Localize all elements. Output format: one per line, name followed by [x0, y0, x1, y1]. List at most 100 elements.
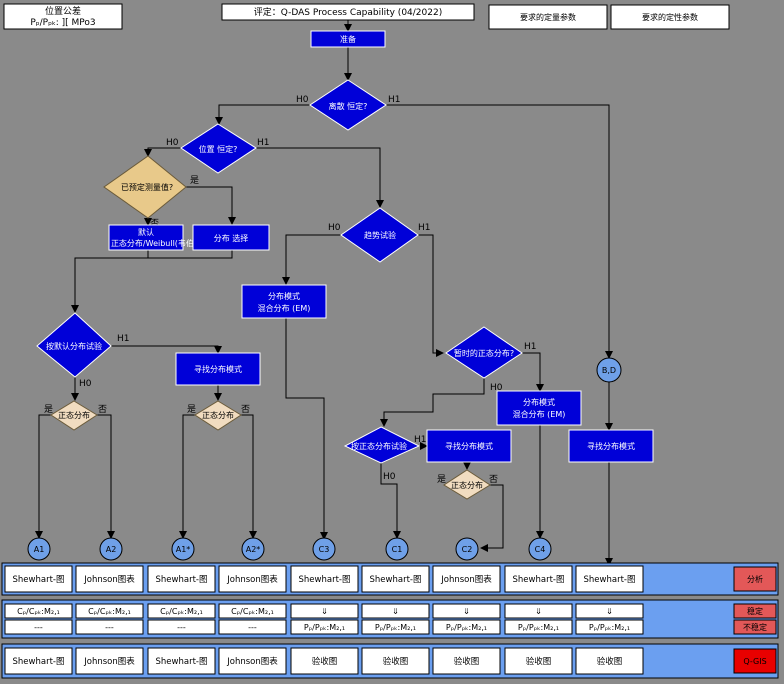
analysis-cell[interactable]: Shewhart-图 — [4, 565, 73, 593]
endpoint-c4[interactable]: C4 — [528, 537, 552, 561]
process-mixed-model-1[interactable]: 分布模式 混合分布 (EM) — [241, 284, 327, 319]
label-no: 否 — [98, 404, 107, 415]
evaluation-title: 评定：Q-DAS Process Capability (04/2022) — [254, 6, 442, 18]
qgis-cell-label: 验收图 — [383, 656, 409, 667]
svg-text:按默认分布试验: 按默认分布试验 — [46, 341, 102, 351]
svg-text:分布 选择: 分布 选择 — [214, 233, 249, 243]
process-find-model-3[interactable]: 寻找分布模式 — [568, 429, 654, 463]
decision-trend-test[interactable]: 趋势试验 — [340, 207, 419, 263]
analysis-cell[interactable]: Shewhart-图 — [575, 565, 644, 593]
unstable-badge[interactable]: 不稳定 — [733, 619, 777, 635]
stability-cell[interactable]: ⇓ Pₚ/Pₚₖ:M₂,₁ — [290, 603, 359, 635]
qgis-cell[interactable]: 验收图 — [504, 647, 573, 675]
endpoint-a1[interactable]: A1 — [27, 537, 51, 561]
process-default-distribution[interactable]: 默认 正态分布/Weibull(韦伯尔)分布 — [108, 224, 221, 251]
decision-default-distribution-test[interactable]: 按默认分布试验 — [36, 312, 112, 378]
svg-text:B,D: B,D — [602, 366, 616, 375]
label-h0: H0 — [383, 472, 396, 482]
tolerance-subtitle: Pₚ/Pₚₖ: ][ MPo3 — [30, 18, 95, 28]
cp-cpk-label: Cₚ/Cₚₖ:M₂,₁ — [88, 607, 131, 616]
endpoint-c3[interactable]: C3 — [312, 537, 336, 561]
dash-value: --- — [248, 623, 257, 632]
stability-cell[interactable]: ⇓Pₚ/Pₚₖ:M₂,₁ — [432, 603, 501, 635]
stability-cell[interactable]: Cₚ/Cₚₖ:M₂,₁--- — [147, 603, 216, 635]
stability-cell[interactable]: Cₚ/Cₚₖ:M₂,₁ --- — [218, 603, 287, 635]
svg-text:不稳定: 不稳定 — [743, 622, 767, 632]
svg-text:稳定: 稳定 — [747, 606, 763, 616]
qgis-cell[interactable]: 验收图 — [432, 647, 501, 675]
label-h0: H0 — [296, 95, 309, 105]
analysis-cell-label: Shewhart-图 — [370, 575, 422, 585]
stability-cell[interactable]: ⇓Pₚ/Pₚₖ:M₂,₁ — [361, 603, 430, 635]
svg-text:混合分布 (EM): 混合分布 (EM) — [258, 303, 311, 313]
endpoint-c1[interactable]: C1 — [385, 537, 409, 561]
down-arrow-icon: ⇓ — [321, 607, 328, 616]
svg-text:正态分布: 正态分布 — [202, 410, 234, 420]
process-distribution-select[interactable]: 分布 选择 — [192, 224, 270, 251]
stability-cell[interactable]: Cₚ/Cₚₖ:M₂,₁--- — [75, 603, 144, 635]
analysis-cell[interactable]: Johnson图表 — [218, 565, 287, 593]
pp-ppk-label: Pₚ/Pₚₖ:M₂,₁ — [304, 623, 345, 632]
svg-text:位置 恒定?: 位置 恒定? — [199, 144, 238, 154]
down-arrow-icon: ⇓ — [463, 607, 470, 616]
qgis-cell[interactable]: Johnson图表 — [75, 647, 144, 675]
qgis-cell[interactable]: 验收图 — [575, 647, 644, 675]
tolerance-title: 位置公差 — [45, 5, 81, 17]
decision-temporary-normal[interactable]: 暂时的正态分布? — [445, 326, 523, 379]
qgis-cell[interactable]: Shewhart-图 — [4, 647, 73, 675]
qgis-badge[interactable]: Q-GIS — [733, 648, 777, 674]
qgis-cell[interactable]: Shewhart-图 — [147, 647, 216, 675]
decision-normal-2[interactable]: 正态分布 — [194, 400, 242, 431]
qgis-row: Shewhart-图 Johnson图表 Shewhart-图 Johnson图表 验收… — [4, 647, 644, 675]
qgis-cell-label: Shewhart-图 — [156, 657, 208, 667]
endpoint-c2[interactable]: C2 — [455, 537, 479, 561]
qgis-cell-label: Johnson图表 — [83, 656, 135, 667]
analysis-badge[interactable]: 分析 — [733, 566, 777, 592]
analysis-cell[interactable]: Johnson图表 — [75, 565, 144, 593]
decision-normal-distribution-test[interactable]: 按正态分布试验 — [343, 426, 421, 464]
pp-ppk-label: Pₚ/Pₚₖ:M₂,₁ — [375, 623, 416, 632]
process-prepare[interactable]: 准备 — [310, 30, 386, 48]
process-mixed-model-2[interactable]: 分布模式 混合分布 (EM) — [496, 390, 582, 426]
label-h0: H0 — [490, 383, 503, 393]
analysis-cell[interactable]: Shewhart-图 — [147, 565, 216, 593]
analysis-cell[interactable]: Johnson图表 — [432, 565, 501, 593]
qgis-cell[interactable]: 验收图 — [290, 647, 359, 675]
analysis-cell-label: Johnson图表 — [83, 574, 135, 585]
label-h1: H1 — [414, 435, 427, 445]
analysis-cell-label: Johnson图表 — [226, 574, 278, 585]
endpoint-bd[interactable]: B,D — [596, 357, 622, 383]
label-h1: H1 — [418, 223, 431, 233]
analysis-cell-label: Shewhart-图 — [156, 575, 208, 585]
qgis-cell[interactable]: Johnson图表 — [218, 647, 287, 675]
analysis-cell[interactable]: Shewhart-图 — [290, 565, 359, 593]
decision-predetermined-values[interactable]: 已预定测量值? — [103, 155, 187, 219]
qgis-cell-label: 验收图 — [312, 656, 338, 667]
stability-cell[interactable]: ⇓Pₚ/Pₚₖ:M₂,₁ — [504, 603, 573, 635]
quant-params-box: 要求的定量参数 — [488, 4, 608, 30]
cp-cpk-label: Cₚ/Cₚₖ:M₂,₁ — [231, 607, 274, 616]
stable-badge[interactable]: 稳定 — [733, 603, 777, 619]
dash-value: --- — [177, 623, 186, 632]
stability-cell[interactable]: ⇓Pₚ/Pₚₖ:M₂,₁ — [575, 603, 644, 635]
decision-dispersion-constant[interactable]: 离散 恒定? — [309, 79, 387, 131]
endpoint-a1-star[interactable]: A1* — [171, 537, 195, 561]
endpoint-a2-star[interactable]: A2* — [241, 537, 265, 561]
decision-location-constant[interactable]: 位置 恒定? — [180, 123, 257, 174]
analysis-cell-label: Shewhart-图 — [513, 575, 565, 585]
qgis-cell[interactable]: 验收图 — [361, 647, 430, 675]
decision-normal-3[interactable]: 正态分布 — [443, 469, 491, 500]
svg-text:寻找分布模式: 寻找分布模式 — [587, 441, 635, 451]
decision-normal-1[interactable]: 正态分布 — [50, 400, 98, 431]
stability-cell[interactable]: Cₚ/Cₚₖ:M₂,₁--- — [4, 603, 73, 635]
analysis-cell[interactable]: Shewhart-图 — [361, 565, 430, 593]
label-h0: H0 — [79, 379, 92, 389]
label-no: 否 — [489, 474, 498, 485]
process-find-model-1[interactable]: 寻找分布模式 — [175, 352, 261, 386]
endpoint-a2[interactable]: A2 — [99, 537, 123, 561]
stability-row: Cₚ/Cₚₖ:M₂,₁---Cₚ/Cₚₖ:M₂,₁---Cₚ/Cₚₖ:M₂,₁-… — [4, 603, 644, 635]
analysis-cell[interactable]: Shewhart-图 — [504, 565, 573, 593]
analysis-cell-label: Johnson图表 — [440, 574, 492, 585]
process-find-model-2[interactable]: 寻找分布模式 — [426, 429, 512, 463]
